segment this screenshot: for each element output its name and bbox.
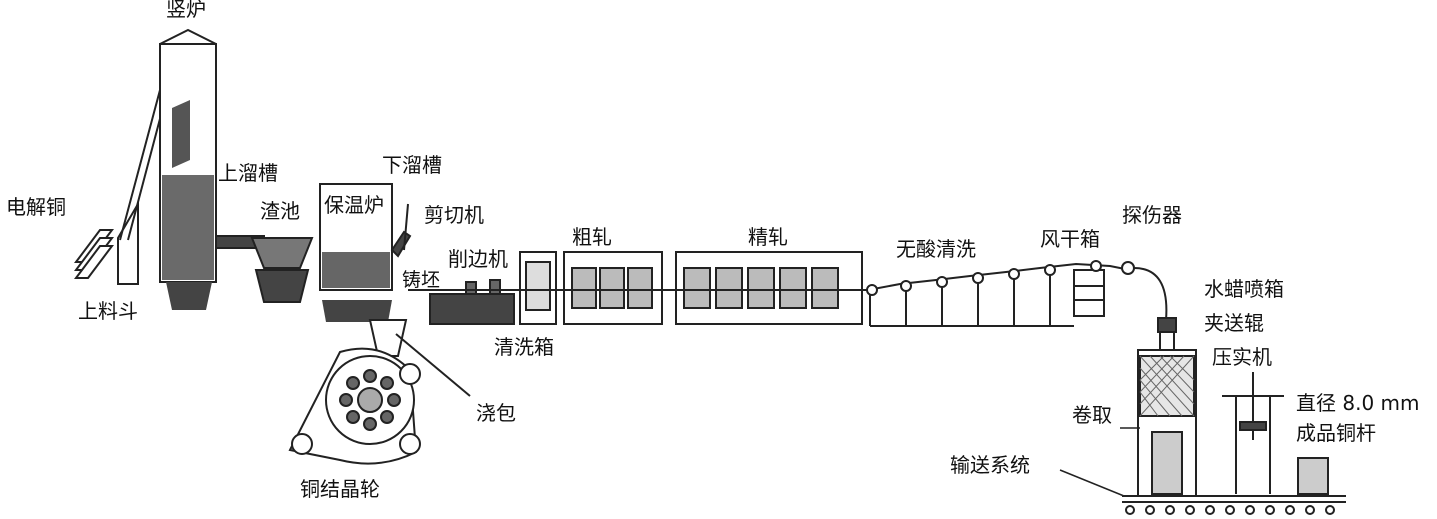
label-acid-free-cleaning: 无酸清洗 [896, 237, 976, 261]
label-finished-rod: 成品铜杆 [1296, 421, 1376, 445]
label-shaft-furnace: 竖炉 [166, 0, 206, 21]
label-compactor: 压实机 [1212, 345, 1272, 369]
label-billet: 铸坯 [402, 269, 440, 291]
conveyor-system [1122, 496, 1346, 514]
label-coiling: 卷取 [1072, 403, 1112, 427]
label-air-dry-box: 风干箱 [1040, 227, 1100, 251]
air-dry-box [1074, 261, 1104, 316]
label-rough-rolling: 粗轧 [572, 225, 612, 249]
label-electrolytic-copper: 电解铜 [6, 195, 66, 219]
flaw-detector [1122, 262, 1166, 320]
label-wax-spray-box: 水蜡喷箱 [1204, 277, 1284, 301]
label-cleaning-box: 清洗箱 [494, 335, 554, 359]
label-pouring-ladle: 浇包 [476, 401, 516, 425]
hopper [118, 90, 166, 284]
wax-spray-and-pinch-roll [1158, 318, 1176, 350]
label-hopper: 上料斗 [78, 299, 138, 323]
coiling-unit [1138, 350, 1196, 496]
label-shear: 剪切机 [424, 203, 484, 227]
compactor [1222, 372, 1284, 494]
cleaning-box [520, 252, 556, 324]
lower-launder [392, 204, 410, 256]
finished-copper-rod-coil [1298, 458, 1328, 494]
shaft-furnace [160, 30, 216, 310]
label-holding-furnace-a: 保温炉 [324, 193, 384, 217]
label-flaw-detector: 探伤器 [1122, 203, 1182, 227]
finish-rolling-mill [676, 252, 862, 324]
rough-rolling-mill [564, 252, 662, 324]
crystallizer-wheel [290, 349, 420, 464]
slag-pool [252, 238, 312, 302]
label-lower-launder: 下溜槽 [382, 153, 442, 177]
label-pinch-roll: 夹送辊 [1204, 311, 1264, 335]
label-conveyor: 输送系统 [950, 453, 1030, 477]
leader-lines [1060, 428, 1140, 496]
label-upper-launder: 上溜槽 [218, 161, 278, 185]
electrolytic-copper-stack [76, 230, 112, 278]
label-slag-pool: 渣池 [260, 199, 300, 223]
label-crystallizer-wheel: 铜结晶轮 [300, 477, 380, 501]
shear-and-edge-trimmer [430, 280, 514, 324]
label-rod-diameter: 直径 8.0 mm [1296, 391, 1420, 415]
label-finish-rolling: 精轧 [748, 225, 788, 249]
label-edge-trimmer: 削边机 [448, 247, 508, 271]
